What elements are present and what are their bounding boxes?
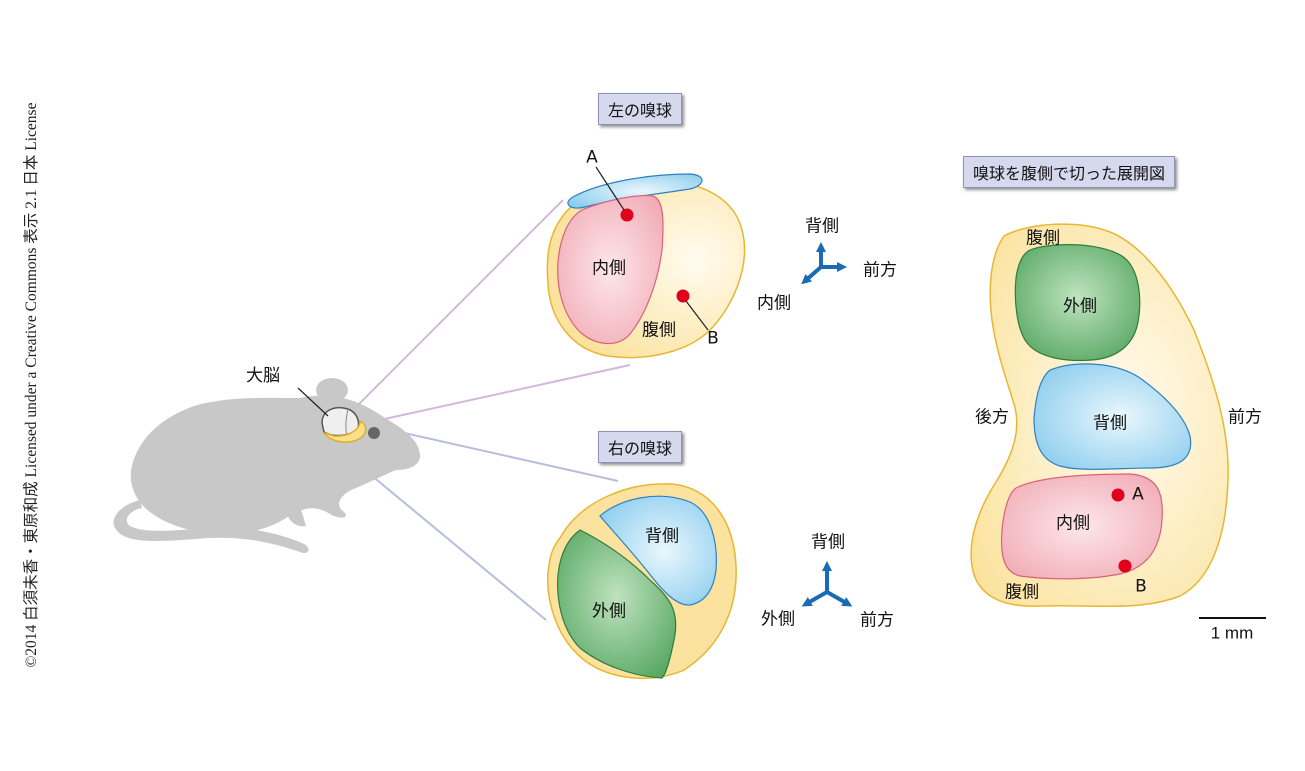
mouse-brain — [297, 387, 367, 443]
left-axis-up-label: 背側 — [805, 216, 839, 237]
scale-bar-label: 1 mm — [1210, 623, 1254, 643]
left-axis-downleft-label: 内側 — [757, 293, 791, 314]
left-point-b-label: B — [707, 328, 719, 349]
unfolded-point-a-label: A — [1132, 484, 1144, 505]
left-axis-symbol — [801, 242, 847, 285]
left-point-a-label: A — [586, 147, 598, 168]
unfolded-ventral-top-label: 腹側 — [1026, 228, 1060, 249]
unfolded-lateral-label: 外側 — [1063, 296, 1097, 317]
unfolded-ventral-bottom-label: 腹側 — [1005, 582, 1039, 603]
left-bulb — [546, 166, 746, 359]
left-bulb-title: 左の嗅球 — [598, 93, 683, 125]
brain-label: 大脳 — [246, 366, 280, 386]
unfolded-point-b-label: B — [1135, 576, 1147, 597]
right-axis-right-label: 前方 — [860, 610, 894, 631]
mouse-silhouette — [113, 378, 421, 554]
mouse-eye — [368, 427, 380, 439]
unfolded-map-title: 嗅球を腹側で切った展開図 — [963, 156, 1176, 188]
left-medial-label: 内側 — [592, 258, 626, 279]
unfolded-map — [970, 223, 1229, 607]
right-bulb — [547, 483, 737, 679]
right-axis-up-label: 背側 — [811, 532, 845, 553]
unfolded-anterior-label: 前方 — [1228, 407, 1262, 428]
right-axis-downleft-label: 外側 — [761, 609, 795, 630]
left-axis-right-label: 前方 — [863, 260, 897, 281]
right-bulb-title: 右の嗅球 — [598, 431, 683, 463]
right-axis-symbol — [801, 561, 853, 607]
unfolded-posterior-label: 後方 — [975, 407, 1009, 428]
right-dorsal-label: 背側 — [645, 526, 679, 547]
right-lateral-label: 外側 — [592, 601, 626, 622]
unfolded-medial-label: 内側 — [1056, 513, 1090, 534]
unfolded-dorsal-label: 背側 — [1093, 413, 1127, 434]
left-ventral-label: 腹側 — [642, 320, 676, 341]
